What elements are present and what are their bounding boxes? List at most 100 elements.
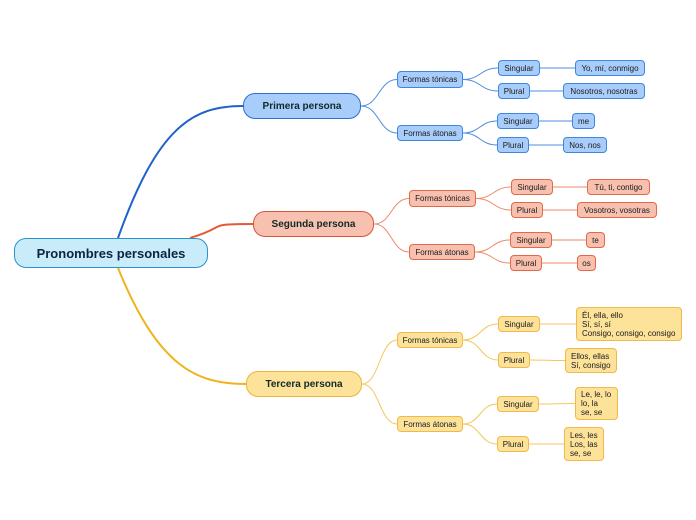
link-branch-group: [361, 383, 398, 425]
text-line: Sí, sí, sí: [582, 319, 611, 329]
group-node-label: Formas átonas: [415, 247, 469, 257]
group-node[interactable]: Formas tónicas: [397, 332, 463, 348]
group-node[interactable]: Formas átonas: [409, 244, 475, 260]
group-node-label: Formas tónicas: [415, 194, 470, 203]
pronoun-node[interactable]: Tú, ti, contigo: [587, 179, 650, 195]
text-line: me: [577, 116, 590, 126]
link-root-branch-1: [117, 105, 244, 239]
link-group-item: [462, 323, 499, 341]
number-node-label: Singular: [503, 116, 533, 126]
number-node[interactable]: Singular: [497, 396, 539, 412]
number-node[interactable]: Plural: [497, 137, 529, 153]
text-line: Ellos, ellas: [571, 351, 610, 361]
number-node[interactable]: Plural: [498, 83, 530, 99]
pronoun-node-text: me: [578, 117, 589, 126]
text-line: Consigo, consigo, consigo: [582, 328, 676, 338]
text-line: Nosotros, nosotras: [570, 86, 638, 96]
link-group-item: [474, 239, 511, 253]
text-line: Sí, consigo: [571, 360, 611, 370]
group-node[interactable]: Formas átonas: [397, 416, 463, 432]
group-node[interactable]: Formas tónicas: [409, 190, 476, 207]
pronoun-node[interactable]: Nos, nos: [563, 137, 607, 153]
branch-node[interactable]: Primera persona: [243, 93, 361, 119]
link-branch-group: [373, 198, 410, 225]
link-group-item: [462, 423, 498, 445]
text-line: Los, las: [570, 439, 598, 449]
pronoun-node[interactable]: Nosotros, nosotras: [563, 83, 645, 99]
link-group-item: [462, 79, 499, 92]
number-node[interactable]: Plural: [497, 436, 529, 452]
text-line: Él, ella, ello: [582, 310, 623, 320]
pronoun-node-text: te: [592, 236, 599, 245]
group-node-label: Formas tónicas: [402, 75, 458, 84]
number-node[interactable]: Singular: [510, 232, 552, 248]
link-branch-group: [361, 339, 398, 385]
pronoun-node[interactable]: me: [572, 113, 595, 129]
number-node[interactable]: Plural: [510, 255, 542, 271]
number-node-label: Plural: [515, 258, 537, 268]
text-line: Nos, nos: [569, 140, 601, 150]
link-root-branch-2: [189, 223, 254, 239]
text-line: se, se: [581, 408, 603, 417]
pronoun-node[interactable]: os: [577, 255, 596, 271]
link-item-value: [529, 359, 566, 361]
group-node-label: Formas tónicas: [402, 335, 458, 345]
pronoun-node[interactable]: te: [586, 232, 605, 248]
number-node[interactable]: Singular: [511, 179, 553, 195]
branch-node-label: Segunda persona: [271, 218, 356, 230]
number-node-label: Plural: [502, 140, 524, 150]
branch-node[interactable]: Tercera persona: [246, 371, 362, 397]
link-branch-group: [360, 105, 398, 134]
branch-node-label: Tercera persona: [265, 378, 343, 390]
root-node-label: Pronombres personales: [36, 245, 186, 261]
group-node[interactable]: Formas átonas: [397, 125, 463, 141]
link-group-item: [462, 403, 498, 425]
number-node-label: Plural: [516, 205, 538, 215]
root-node[interactable]: Pronombres personales: [14, 238, 208, 268]
link-group-item: [475, 186, 512, 199]
number-node-label: Singular: [504, 63, 534, 73]
number-node-label: Plural: [503, 86, 525, 96]
pronoun-node[interactable]: Vosotros, vosotras: [577, 202, 657, 218]
link-group-item: [474, 251, 511, 264]
number-node-label: Singular: [517, 182, 547, 192]
pronoun-node-text: Yo, mí, conmigo: [581, 64, 638, 73]
number-node[interactable]: Singular: [498, 60, 540, 76]
number-node-label: Singular: [503, 399, 533, 409]
number-node-label: Singular: [516, 235, 546, 245]
text-line: te: [592, 235, 599, 245]
branch-node[interactable]: Segunda persona: [253, 211, 374, 237]
link-item-value: [538, 403, 576, 405]
text-line: Les, les: [570, 430, 598, 440]
number-node[interactable]: Singular: [498, 316, 540, 332]
group-node-label: Formas átonas: [403, 419, 457, 429]
link-group-item: [462, 67, 499, 80]
text-line: os: [582, 258, 591, 268]
group-node[interactable]: Formas tónicas: [397, 71, 463, 88]
number-node[interactable]: Plural: [511, 202, 543, 218]
link-group-item: [462, 339, 499, 361]
pronoun-node-text: Nosotros, nosotras: [570, 87, 637, 96]
branch-node-label: Primera persona: [262, 100, 342, 112]
number-node[interactable]: Plural: [498, 352, 530, 368]
number-node-label: Plural: [503, 355, 525, 365]
pronoun-node[interactable]: Yo, mí, conmigo: [575, 60, 645, 76]
link-root-branch-3: [117, 267, 247, 385]
group-node-label: Formas átonas: [403, 128, 457, 138]
pronoun-node-text: Nos, nos: [569, 141, 601, 150]
link-group-item: [475, 198, 512, 211]
number-node[interactable]: Singular: [497, 113, 539, 129]
pronoun-node-text: Vosotros, vosotras: [584, 206, 650, 215]
link-branch-group: [373, 223, 410, 253]
pronoun-node-text: Tú, ti, contigo: [594, 183, 642, 192]
